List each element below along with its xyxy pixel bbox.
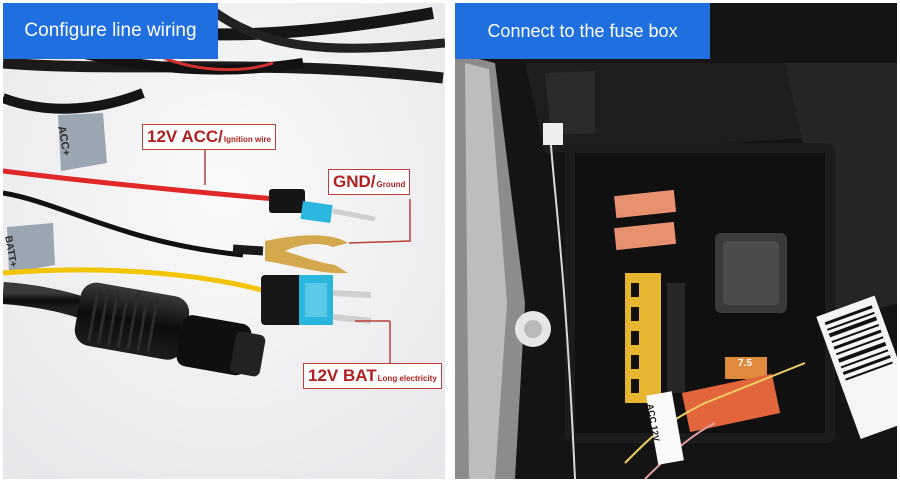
callout-gnd-sub: Ground — [376, 180, 406, 189]
wiring-photo — [3, 3, 445, 479]
panel-title-wiring: Configure line wiring — [3, 3, 218, 59]
fusebox-photo — [455, 3, 897, 479]
callout-gnd-main: GND/ — [333, 172, 376, 191]
callout-acc-main: 12V ACC/ — [147, 127, 223, 146]
panel-title-fusebox: Connect to the fuse box — [455, 3, 710, 59]
wiring-photo-panel: Configure line wiring ACC+ BATT+ 12V ACC… — [3, 3, 445, 479]
callout-bat-sub: Long electricity — [377, 374, 437, 383]
callout-acc-sub: Ignition wire — [223, 135, 272, 144]
callout-gnd: GND/ Ground — [328, 169, 411, 195]
fusebox-photo-panel: Connect to the fuse box 7.5 ACC 12V — [455, 3, 897, 479]
callout-bat: 12V BAT Long electricity — [303, 363, 442, 389]
callout-acc: 12V ACC/ Ignition wire — [142, 124, 277, 150]
callout-bat-main: 12V BAT — [308, 366, 377, 385]
fuse-rating-label: 7.5 — [738, 358, 752, 369]
